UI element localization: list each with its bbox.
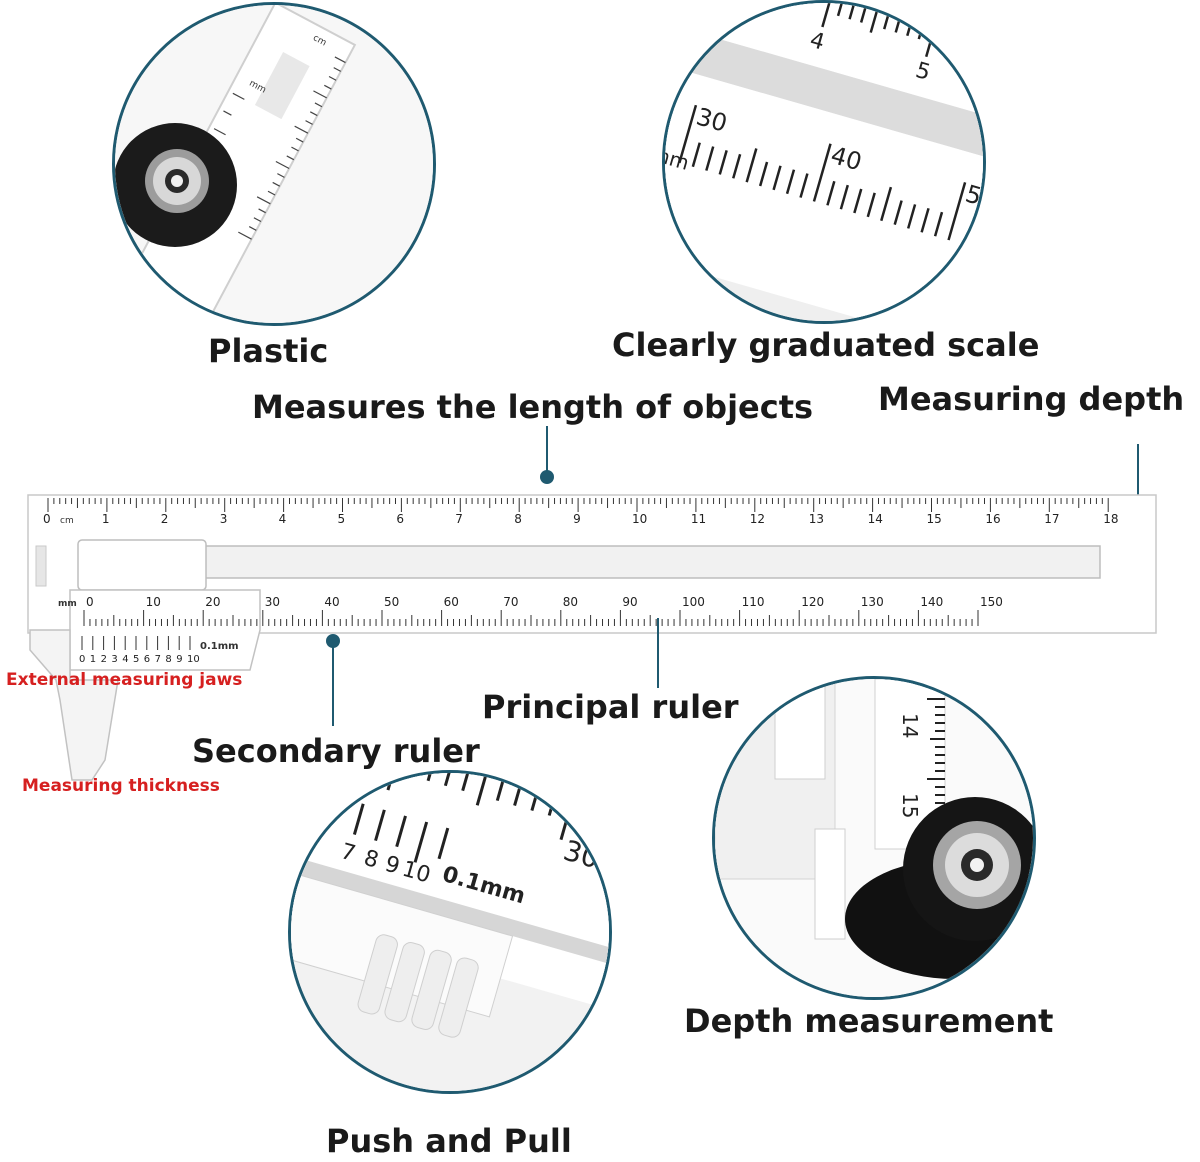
push-vernier-7: 7 bbox=[338, 839, 358, 867]
mm-label-70: 70 bbox=[503, 595, 518, 609]
connector-secondary bbox=[332, 646, 334, 726]
vernier-ticks bbox=[81, 636, 191, 650]
cm-label-18: 18 bbox=[1103, 512, 1118, 526]
mm-label-80: 80 bbox=[563, 595, 578, 609]
cm-label-15: 15 bbox=[927, 512, 942, 526]
label-measures-length: Measures the length of objects bbox=[252, 388, 814, 426]
cm-label-12: 12 bbox=[750, 512, 765, 526]
connector-dot-length bbox=[540, 470, 554, 484]
slider-thumb[interactable] bbox=[77, 539, 207, 591]
label-push-and-pull: Push and Pull bbox=[326, 1122, 572, 1160]
cm-label-2: 2 bbox=[161, 512, 169, 526]
cm-label-9: 9 bbox=[573, 512, 581, 526]
vernier-label-1: 1 bbox=[90, 654, 96, 665]
vernier-label-2: 2 bbox=[101, 654, 107, 665]
connector-principal bbox=[657, 618, 659, 688]
vernier-label-6: 6 bbox=[144, 654, 150, 665]
vernier-label-10: 10 bbox=[187, 654, 200, 665]
mm-label-90: 90 bbox=[622, 595, 637, 609]
depth-mark-14: 14 bbox=[898, 713, 922, 738]
vernier-label-5: 5 bbox=[133, 654, 139, 665]
mm-label-60: 60 bbox=[444, 595, 459, 609]
vernier-label-8: 8 bbox=[165, 654, 171, 665]
cm-label-0: 0 bbox=[43, 512, 51, 526]
cm-label-10: 10 bbox=[632, 512, 647, 526]
graduated-scale-photo: 4 5 30 40 50 mm bbox=[665, 3, 983, 321]
scale-mark-4: 4 bbox=[807, 28, 827, 56]
depth-photo: 14 15 bbox=[715, 679, 1033, 997]
mm-label-50: 50 bbox=[384, 595, 399, 609]
mm-label-130: 130 bbox=[861, 595, 884, 609]
zoom-circle-depth: 14 15 bbox=[712, 676, 1036, 1000]
vernier-label-3: 3 bbox=[111, 654, 117, 665]
cm-label-5: 5 bbox=[338, 512, 346, 526]
mm-scale-ticks bbox=[83, 610, 979, 626]
connector-dot-secondary bbox=[326, 634, 340, 648]
mm-label-20: 20 bbox=[205, 595, 220, 609]
cm-unit: cm bbox=[60, 516, 74, 526]
mm-unit: mm bbox=[58, 599, 77, 609]
zoom-circle-graduated-scale: 4 5 30 40 50 mm bbox=[662, 0, 986, 324]
push-vernier-9: 9 bbox=[382, 852, 402, 880]
cm-label-7: 7 bbox=[455, 512, 463, 526]
external-jaws bbox=[29, 629, 119, 781]
label-measuring-depth: Measuring depth bbox=[878, 380, 1185, 418]
vernier-label-0: 0 bbox=[79, 654, 85, 665]
vernier-label-9: 9 bbox=[176, 654, 182, 665]
mm-label-150: 150 bbox=[980, 595, 1003, 609]
mm-label-30: 30 bbox=[265, 595, 280, 609]
label-plastic: Plastic bbox=[208, 332, 329, 370]
cm-label-4: 4 bbox=[279, 512, 287, 526]
cm-label-17: 17 bbox=[1044, 512, 1059, 526]
mm-label-0: 0 bbox=[86, 595, 94, 609]
vernier-label-4: 4 bbox=[122, 654, 128, 665]
zoom-circle-plastic: cm mm bbox=[112, 2, 436, 326]
push-vernier-8: 8 bbox=[361, 846, 381, 874]
mm-label-100: 100 bbox=[682, 595, 705, 609]
label-depth-measurement: Depth measurement bbox=[684, 1002, 1054, 1040]
mm-label-140: 140 bbox=[920, 595, 943, 609]
vernier-label-7: 7 bbox=[155, 654, 161, 665]
mm-label-120: 120 bbox=[801, 595, 824, 609]
label-secondary-ruler: Secondary ruler bbox=[192, 732, 480, 770]
caliper-slot bbox=[199, 545, 1101, 579]
cm-label-11: 11 bbox=[691, 512, 706, 526]
scale-mark-50: 50 bbox=[962, 180, 983, 215]
mm-label-10: 10 bbox=[146, 595, 161, 609]
label-clearly-graduated-scale: Clearly graduated scale bbox=[612, 326, 1040, 364]
mm-scale-labels: 0 10 20 30 40 50 60 70 80 90 100 110 120 130 140 150 bbox=[86, 595, 1003, 609]
cm-label-14: 14 bbox=[868, 512, 883, 526]
cm-label-13: 13 bbox=[809, 512, 824, 526]
depth-mark-15: 15 bbox=[898, 793, 922, 818]
mm-label-40: 40 bbox=[324, 595, 339, 609]
connector-depth bbox=[1137, 444, 1139, 534]
cm-label-3: 3 bbox=[220, 512, 228, 526]
plastic-caliper-photo: cm mm bbox=[115, 5, 433, 323]
mm-label-110: 110 bbox=[742, 595, 765, 609]
push-pull-photo: 20 30 7 8 9 10 0.1mm bbox=[291, 773, 609, 1091]
label-external-measuring-jaws: External measuring jaws bbox=[6, 670, 243, 690]
label-principal-ruler: Principal ruler bbox=[482, 688, 739, 726]
cm-label-8: 8 bbox=[514, 512, 522, 526]
scale-mark-5: 5 bbox=[913, 58, 933, 86]
cm-scale-ticks bbox=[47, 498, 1109, 512]
cm-label-6: 6 bbox=[396, 512, 404, 526]
cm-label-16: 16 bbox=[985, 512, 1000, 526]
cm-label-1: 1 bbox=[102, 512, 110, 526]
label-measuring-thickness: Measuring thickness bbox=[22, 776, 220, 796]
connector-length bbox=[546, 426, 548, 472]
zoom-circle-push-pull: 20 30 7 8 9 10 0.1mm bbox=[288, 770, 612, 1094]
vernier-unit: 0.1mm bbox=[200, 641, 239, 652]
